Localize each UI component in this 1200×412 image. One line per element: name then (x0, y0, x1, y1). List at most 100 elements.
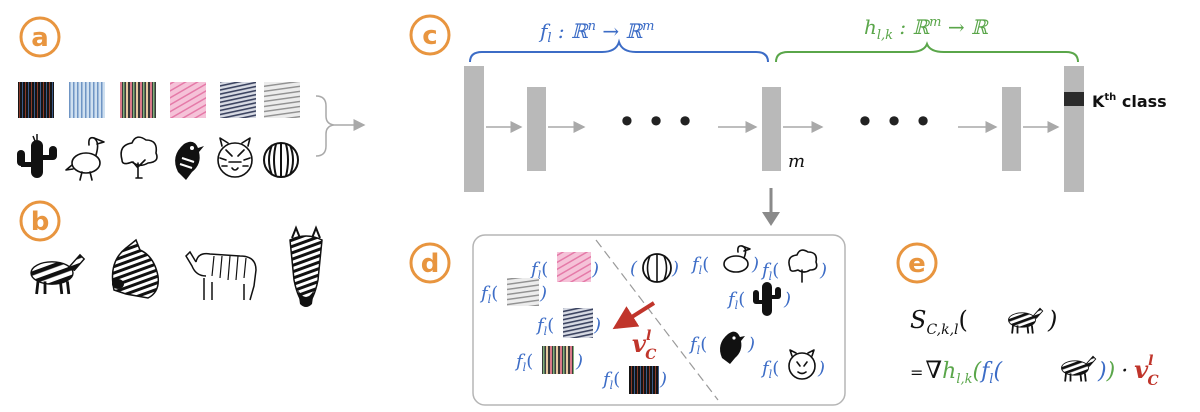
dodo-icon (723, 245, 751, 273)
tree-icon (120, 136, 158, 179)
output-layer (1064, 66, 1084, 192)
zebra-icon (1060, 355, 1097, 383)
zebra-outline-icon (185, 250, 257, 301)
fl-sub: l (523, 361, 527, 374)
svg-text:): ) (819, 260, 827, 281)
fl-sub: l (538, 269, 542, 282)
cav-v: v (1134, 355, 1149, 384)
h-subscript: l,k (956, 372, 972, 387)
zebra-side-icon (29, 253, 86, 296)
fl-sub: l (699, 264, 703, 277)
ellipsis-1: • • • (618, 103, 695, 141)
decision-boundary (595, 239, 719, 401)
fl-cactus: fl( ) (726, 282, 791, 316)
tiger-icon (217, 137, 253, 178)
pink-stripe-texture-icon (170, 82, 206, 118)
fl-sub: l (769, 270, 773, 283)
h-symbol: h (942, 359, 956, 384)
pink-stripe-texture-icon (557, 252, 591, 282)
svg-text:): ) (671, 258, 679, 279)
fl-sub: l (735, 299, 739, 312)
dot-product: · (1121, 359, 1128, 384)
h-codomain: → ℝ (941, 15, 988, 39)
h-domain: : ℝ (893, 15, 930, 39)
panel-c-badge (409, 14, 451, 56)
s-symbol: S (910, 306, 926, 334)
panel-a-label: a (31, 23, 49, 53)
black-stripe-texture-icon (18, 82, 54, 118)
zebra-head-icon (111, 238, 160, 299)
h-subscript: l,k (877, 28, 893, 43)
sensitivity-close-paren: ) (1047, 306, 1057, 334)
cav-sub: C (1147, 373, 1158, 389)
bird-icon (175, 141, 204, 180)
panel-a-badge (19, 16, 61, 58)
tiger-icon (788, 349, 816, 380)
black-stripe-texture-icon (629, 366, 659, 394)
ellipsis-2: • • • (856, 103, 933, 141)
bird-icon (720, 331, 745, 364)
sensitivity-formula: =∇hl,k(fl( (910, 356, 1002, 387)
f-subscript: l (989, 372, 993, 387)
panel-e-label: e (908, 249, 926, 279)
hidden-layer-last (1002, 87, 1021, 171)
cav-sup: l (646, 328, 651, 344)
svg-text:): ) (575, 351, 583, 372)
kth-class-neuron (1064, 92, 1084, 106)
s-subscript: C,k,l (926, 322, 958, 338)
multicolor-stripe-texture-icon (542, 346, 574, 374)
h-m-superscript: m (929, 15, 941, 30)
panel-d: d fl( ) fl( ) fl( ) fl( ) fl( ) (409, 234, 846, 406)
svg-text:): ) (659, 369, 667, 390)
cav-sub: C (645, 347, 656, 363)
equals-sign: = (910, 363, 923, 382)
layer-l (762, 87, 781, 171)
svg-text:): ) (539, 283, 547, 304)
f-brace (469, 38, 769, 63)
zebra-front-icon (289, 225, 323, 307)
kth-sup: th (1104, 92, 1116, 103)
navy-stripe-texture-icon (563, 308, 593, 338)
panel-c: c fl : ℝn → ℝm hl,k : ℝm → ℝ • • • • • •… (409, 14, 1167, 226)
cactus-icon (17, 134, 57, 178)
svg-text:): ) (751, 254, 759, 275)
dodo-icon (65, 136, 105, 181)
cav-sup: l (1148, 353, 1153, 369)
f-mapping-label: fl : ℝn → ℝm (538, 19, 654, 46)
h-symbol: h (864, 15, 877, 39)
svg-text:(: ( (630, 258, 638, 279)
svg-text:): ) (817, 358, 825, 379)
kth-k: K (1092, 92, 1105, 111)
panel-e-badge (896, 242, 938, 284)
f-m-superscript: m (642, 19, 654, 34)
panel-b-label: b (31, 207, 50, 237)
navy-stripe-texture-icon (220, 82, 256, 118)
m-dimension-label: m (788, 151, 805, 172)
hidden-layer-1 (527, 87, 546, 171)
fl-pink-texture: fl( ) (529, 252, 599, 282)
fl-multicolor-texture: fl( ) (514, 346, 583, 374)
f-domain: : ℝ (552, 19, 589, 43)
input-layer (464, 66, 484, 192)
h-brace (775, 41, 1079, 63)
fl-sub: l (488, 293, 492, 306)
cav-v: v (632, 329, 647, 358)
svg-text:): ) (747, 334, 755, 355)
grouping-brace (315, 95, 335, 157)
cactus-icon (753, 282, 781, 316)
sensitivity-label: SC,k,l( (910, 306, 968, 338)
panel-c-label: c (422, 21, 437, 51)
kth-rest: class (1116, 92, 1166, 111)
panel-d-label: d (421, 249, 440, 279)
zebra-icon (1007, 307, 1044, 335)
panel-d-badge (409, 242, 451, 284)
cav-arrow (612, 301, 656, 330)
svg-text:): ) (591, 259, 599, 280)
f-n-superscript: n (588, 19, 596, 34)
panel-b-badge (19, 200, 61, 242)
f-subscript: l (547, 31, 551, 46)
